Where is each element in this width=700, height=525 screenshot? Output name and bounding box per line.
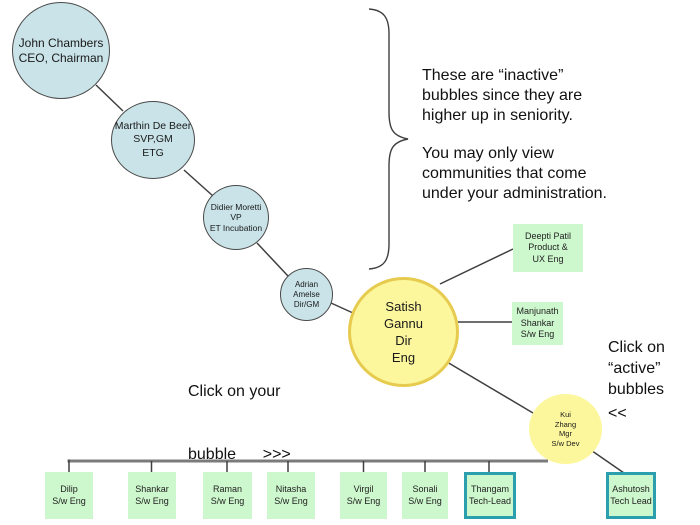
bubble-name: John Chambers — [18, 35, 104, 50]
box-role: Tech-Lead — [468, 495, 512, 506]
link-satish-kui — [446, 361, 534, 414]
bubble-name: Kui — [560, 410, 571, 419]
bubble-org: ET Incubation — [209, 222, 263, 233]
box-role: S/w Eng — [346, 495, 381, 506]
link-satish-deepti — [439, 248, 514, 285]
box-role: Tech Lead — [610, 495, 652, 506]
link-adrian-satish — [330, 302, 354, 314]
bubble-name2: Gannu — [383, 316, 424, 331]
note-line: Click on your — [188, 383, 281, 400]
box-role: S/w Eng — [274, 495, 308, 506]
box-sonali[interactable]: Sonali S/w Eng — [402, 472, 448, 519]
bubble-kui-zhang[interactable]: Kui Zhang Mgr S/w Dev — [529, 394, 602, 464]
bubble-marthin-de-beer: Marthin De Beer SVP,GM ETG — [111, 101, 195, 179]
bubble-name2: Amelse — [293, 289, 320, 299]
bubble-name: Marthin De Beer — [114, 119, 192, 132]
link-john-marthin — [95, 84, 124, 112]
box-manjunath-shankar[interactable]: Manjunath Shankar S/w Eng — [512, 302, 563, 345]
bubble-satish-gannu[interactable]: Satish Gannu Dir Eng — [348, 277, 459, 387]
box-ashutosh[interactable]: Ashutosh Tech Lead — [606, 472, 656, 519]
box-raman[interactable]: Raman S/w Eng — [203, 472, 252, 519]
box-name: Ashutosh — [612, 484, 650, 494]
box-name: Deepti Patil — [524, 230, 572, 241]
bubble-title: SVP,GM — [133, 133, 173, 146]
box-role: S/w Eng — [135, 495, 169, 506]
bubble-org: ETG — [142, 146, 164, 159]
link-didier-adrian — [256, 242, 289, 277]
link-marthin-didier — [183, 169, 214, 197]
note-line: “active” — [608, 360, 661, 377]
box-deepti-patil[interactable]: Deepti Patil Product & UX Eng — [513, 224, 583, 272]
box-role: S/w Eng — [52, 495, 86, 506]
box-name: Shankar — [135, 484, 169, 494]
box-name: Raman — [212, 484, 242, 494]
note-line: Click on — [608, 339, 665, 356]
note-line: These are “inactive” — [422, 67, 564, 84]
bubble-title: Dir/GM — [293, 299, 320, 309]
box-role: Product & — [528, 242, 568, 253]
note-line: bubble >>> — [188, 446, 291, 463]
box-name: Dilip — [60, 484, 78, 494]
bubble-name: Didier Moretti — [210, 201, 262, 212]
bubble-org: S/w Dev — [551, 438, 580, 448]
bubble-name2: Zhang — [554, 419, 577, 429]
box-role: S/w Eng — [520, 329, 555, 340]
note-admin-view: You may only view communities that come … — [422, 144, 672, 204]
bubble-didier-moretti: Didier Moretti VP ET Incubation — [203, 185, 269, 250]
box-thangam[interactable]: Thangam Tech-Lead — [464, 472, 516, 519]
note-click-your-bubble: Click on your bubble >>> — [188, 339, 338, 507]
note-line: under your administration. — [422, 185, 607, 202]
curly-brace — [368, 8, 409, 270]
bubble-name: Adrian — [294, 279, 319, 289]
note-inactive-bubbles: These are “inactive” bubbles since they … — [422, 66, 662, 126]
note-line: You may only view — [422, 145, 554, 162]
bubble-name: Satish — [385, 299, 422, 314]
note-line: higher up in seniority. — [422, 107, 573, 124]
note-line: bubbles — [608, 381, 665, 398]
bubble-org: Eng — [391, 350, 416, 365]
box-role2: UX Eng — [532, 253, 564, 264]
note-line: bubbles since they are — [422, 87, 583, 104]
bubble-title: Dir — [395, 333, 412, 348]
box-shankar[interactable]: Shankar S/w Eng — [128, 472, 176, 519]
box-name: Virgil — [353, 484, 374, 494]
bubble-john-chambers: John Chambers CEO, Chairman — [12, 2, 110, 99]
bubble-title: VP — [230, 212, 242, 223]
note-left-arrows: << — [608, 404, 668, 424]
box-role: S/w Eng — [408, 495, 442, 506]
note-line: communities that come — [422, 165, 587, 182]
box-name: Thangam — [470, 484, 510, 494]
note-line: << — [608, 405, 627, 422]
bubble-adrian-amelse: Adrian Amelse Dir/GM — [280, 268, 333, 321]
box-nitasha[interactable]: Nitasha S/w Eng — [267, 472, 315, 519]
box-name: Nitasha — [275, 484, 307, 494]
box-name2: Shankar — [520, 317, 555, 328]
box-name: Manjunath — [516, 306, 559, 317]
box-name: Sonali — [412, 484, 438, 494]
note-click-active-bubbles: Click on “active” bubbles — [608, 337, 698, 400]
box-role: S/w Eng — [210, 495, 245, 506]
box-virgil[interactable]: Virgil S/w Eng — [340, 472, 387, 519]
bubble-title: Mgr — [559, 429, 572, 438]
box-dilip[interactable]: Dilip S/w Eng — [45, 472, 93, 519]
bubble-title: CEO, Chairman — [18, 50, 104, 65]
